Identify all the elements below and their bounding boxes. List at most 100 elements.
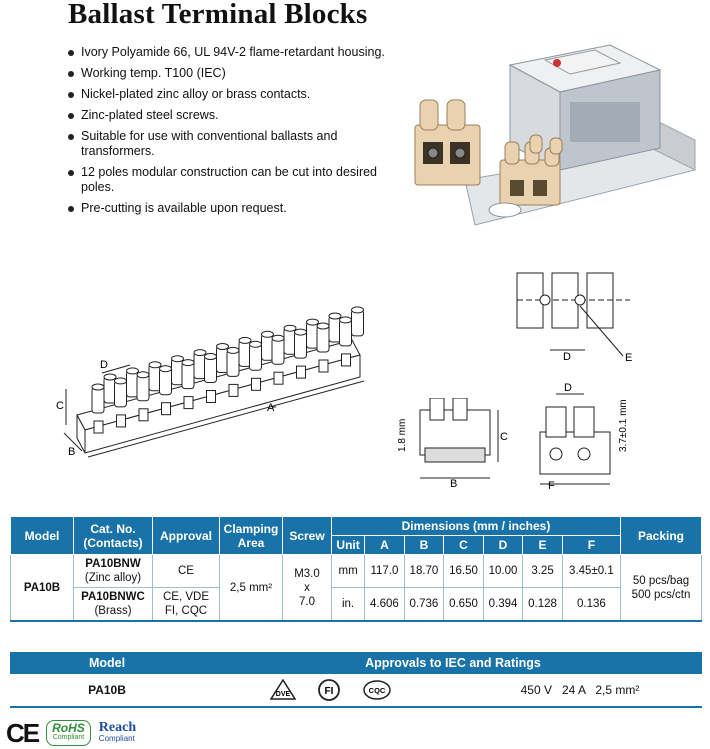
dim-cell: 3.45±0.1	[561, 554, 622, 588]
col-cat-no: Cat. No. (Contacts)	[73, 516, 153, 555]
dim-cell: 10.00	[482, 554, 524, 588]
col-clamping-label: Clamping	[223, 521, 279, 536]
col-unit: Unit	[330, 535, 366, 555]
col-e: E	[522, 535, 563, 555]
side-height-label: 1.8 mm	[397, 419, 408, 452]
iso-pillar	[159, 368, 172, 396]
dve-mark-text: DVE	[275, 691, 290, 698]
iso-pillar-top	[91, 383, 105, 391]
iso-pillar-top	[261, 330, 274, 338]
feature-item: Working temp. T100 (IEC)	[64, 66, 394, 81]
approval-cell: CE	[152, 554, 220, 588]
reach-text: Reach	[98, 720, 137, 735]
col-model: Model	[10, 516, 74, 555]
fi-mark-icon: FI	[318, 679, 340, 701]
model-cell: PA10B	[10, 674, 204, 708]
col-packing: Packing	[620, 516, 702, 555]
iso-pillar	[249, 343, 262, 371]
feature-item: Nickel-plated zinc alloy or brass contac…	[64, 87, 394, 102]
feature-item: Pre-cutting is available upon request.	[64, 201, 394, 216]
iso-pillar-top	[204, 353, 217, 360]
top-d-label: D	[563, 351, 571, 363]
iso-wire-slot	[251, 377, 261, 391]
rohs-logo: RoHS Compliant	[46, 720, 91, 746]
iso-pillar-top	[226, 346, 240, 354]
iso-pillar-top	[171, 355, 184, 363]
dim-cell: 0.650	[443, 587, 484, 622]
iso-wire-slot	[318, 359, 329, 373]
iso-wire-slot	[341, 353, 351, 367]
col-d: D	[482, 535, 524, 555]
page-title: Ballast Terminal Blocks	[68, 0, 368, 30]
top-view-drawing: D E	[516, 272, 632, 364]
contact-material: (Brass)	[94, 605, 132, 617]
iso-pillar-top	[114, 377, 127, 385]
side-c-label: C	[500, 431, 508, 443]
dim-a-label: A	[267, 402, 275, 414]
cqc-mark-text: CQC	[369, 686, 386, 695]
approval-line: CE, VDE	[162, 591, 209, 603]
top-e-label: E	[625, 352, 632, 364]
model-cell: PA10B	[10, 554, 74, 622]
iso-wire-slot	[206, 390, 216, 403]
col-dimensions: Dimensions (mm / inches)	[331, 516, 621, 536]
iso-pillars	[91, 306, 364, 434]
dim-b-label: B	[68, 446, 75, 458]
iso-pillar-top	[216, 343, 229, 350]
iso-pillar-top	[339, 316, 352, 324]
cat-no-cell: PA10BNWC(Brass)	[73, 587, 153, 622]
dim-cell: 0.136	[561, 587, 622, 622]
col-clamping-sub: Area	[237, 535, 265, 550]
iso-pillar-top	[103, 373, 117, 381]
col-cat-no-label: Cat. No.	[90, 521, 136, 536]
col-c: C	[443, 535, 484, 555]
iso-pillar-top	[328, 312, 342, 320]
iso-pillar	[114, 380, 127, 408]
iso-wire-slot	[138, 408, 149, 422]
iso-wire-slot	[116, 414, 126, 428]
iso-pillar	[181, 362, 195, 390]
dim-cell: 3.25	[522, 554, 563, 588]
ce-logo: CE	[6, 718, 40, 748]
iso-pillar-top	[181, 359, 195, 367]
isometric-drawing: A D C B	[56, 306, 365, 458]
spec-table: Model Cat. No. (Contacts) Approval Clamp…	[10, 516, 702, 622]
dim-cell: 18.70	[403, 554, 445, 588]
packing-ctn: 500 pcs/ctn	[631, 588, 691, 601]
iso-pillar-top	[159, 365, 172, 373]
iso-wire-slot	[93, 420, 104, 434]
col-b: B	[403, 535, 445, 555]
iso-pillar-top	[126, 367, 139, 375]
side-view-drawing: 1.8 mm B C	[397, 398, 508, 490]
unit-cell: in.	[330, 587, 366, 622]
dim-d-label: D	[100, 359, 108, 371]
front-view-drawing: D F 3.7±0.1 mm	[539, 382, 629, 492]
iso-wire-slot	[228, 383, 239, 397]
reach-logo: Reach Compliant	[98, 720, 137, 744]
col-a: A	[364, 535, 405, 555]
ballast-product-photo	[414, 44, 696, 226]
table-row: PA10B DVE FI CQC 450 V 24 A 2,5 mm²	[10, 674, 702, 708]
iso-pillar-top	[294, 328, 307, 336]
screw-x: x	[304, 581, 310, 594]
iso-pillar-top	[306, 318, 319, 326]
feature-item: 12 poles modular construction can be cut…	[64, 165, 394, 195]
iso-pillar-top	[193, 349, 207, 357]
approval-line: FI, CQC	[164, 605, 208, 617]
iso-pillar-top	[316, 322, 330, 330]
certification-logos: CE RoHS Compliant Reach Compliant	[6, 718, 136, 748]
iso-pillar-top	[238, 336, 252, 344]
front-f-label: F	[548, 480, 555, 492]
iso-pillar	[226, 349, 240, 377]
ratings-cell: 450 V 24 A 2,5 mm²	[458, 674, 702, 708]
dim-cell: 117.0	[364, 554, 405, 588]
iso-pillar-top	[148, 361, 162, 369]
approvals-table: Model Approvals to IEC and Ratings PA10B…	[10, 652, 702, 708]
iso-wire-slot	[296, 365, 306, 379]
table-row: PA10B PA10BNW(Zinc alloy) CE 2,5 mm² M3.…	[10, 554, 702, 622]
screw-size: M3.0	[294, 567, 320, 580]
front-height-label: 3.7±0.1 mm	[618, 399, 629, 452]
iso-wire-slot	[183, 396, 194, 410]
iso-pillar-top	[271, 334, 285, 342]
